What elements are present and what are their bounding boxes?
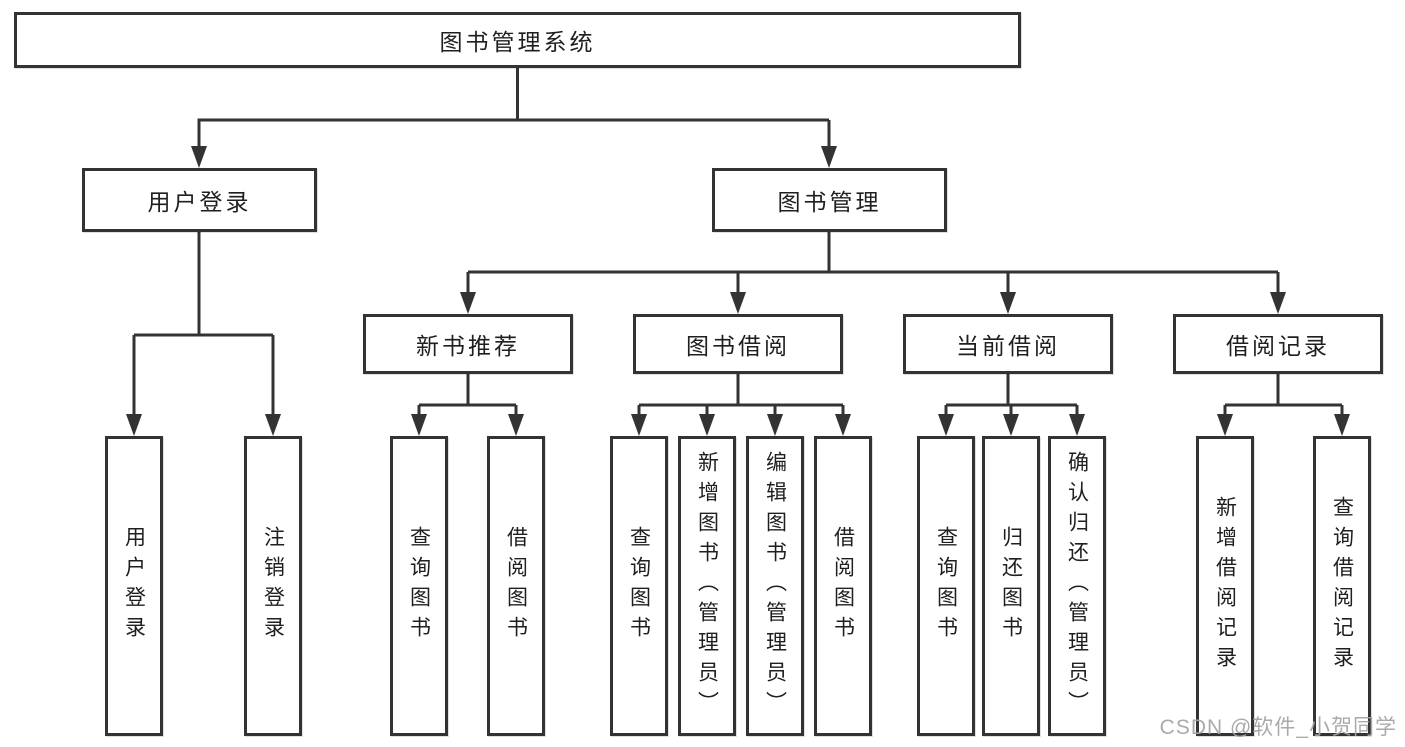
- leaf-label: 注销登录: [261, 526, 285, 646]
- leaf-label: 查询借阅记录: [1330, 496, 1354, 676]
- node-label: 当前借阅: [956, 333, 1060, 359]
- leaf-label: 查询图书: [407, 526, 431, 646]
- leaf-label: 用户登录: [122, 526, 146, 646]
- leaf-label: 查询图书: [934, 526, 958, 646]
- leaf-label: 借阅图书: [504, 526, 528, 646]
- leaf-label: 归还图书: [999, 526, 1023, 646]
- leaf-label: 查询图书: [627, 526, 651, 646]
- leaf-logout: 注销登录: [244, 436, 302, 736]
- leaf-label: 借阅图书: [831, 526, 855, 646]
- leaf-query-books: 查询图书: [390, 436, 448, 736]
- node-book-management: 图书管理: [712, 168, 947, 232]
- leaf-label: 确认归还（管理员）: [1065, 451, 1089, 721]
- node-new-book-recommendation: 新书推荐: [363, 314, 573, 374]
- leaf-label: 编辑图书（管理员）: [763, 451, 787, 721]
- node-label: 借阅记录: [1226, 333, 1330, 359]
- leaf-borrow-books: 借阅图书: [487, 436, 545, 736]
- node-label: 新书推荐: [416, 333, 520, 359]
- node-book-borrowing: 图书借阅: [633, 314, 843, 374]
- leaf-edit-books-admin: 编辑图书（管理员）: [746, 436, 804, 736]
- leaf-return-books: 归还图书: [982, 436, 1040, 736]
- leaf-query-books: 查询图书: [917, 436, 975, 736]
- leaf-borrow-books: 借阅图书: [814, 436, 872, 736]
- csdn-watermark: CSDN @软件_小贺同学: [1159, 716, 1397, 739]
- leaf-add-books-admin: 新增图书（管理员）: [678, 436, 736, 736]
- root-node-library-system: 图书管理系统: [14, 12, 1021, 68]
- leaf-query-books: 查询图书: [610, 436, 668, 736]
- node-label: 图书借阅: [686, 333, 790, 359]
- node-borrowing-records: 借阅记录: [1173, 314, 1383, 374]
- leaf-label: 新增借阅记录: [1213, 496, 1237, 676]
- node-user-login: 用户登录: [82, 168, 317, 232]
- root-node-label: 图书管理系统: [439, 29, 596, 55]
- leaf-user-login: 用户登录: [105, 436, 163, 736]
- node-label: 图书管理: [777, 189, 882, 215]
- leaf-add-borrow-record: 新增借阅记录: [1196, 436, 1254, 736]
- leaf-query-borrow-record: 查询借阅记录: [1313, 436, 1371, 736]
- leaf-confirm-return-admin: 确认归还（管理员）: [1048, 436, 1106, 736]
- leaf-label: 新增图书（管理员）: [695, 451, 719, 721]
- node-current-borrowing: 当前借阅: [903, 314, 1113, 374]
- node-label: 用户登录: [147, 189, 252, 215]
